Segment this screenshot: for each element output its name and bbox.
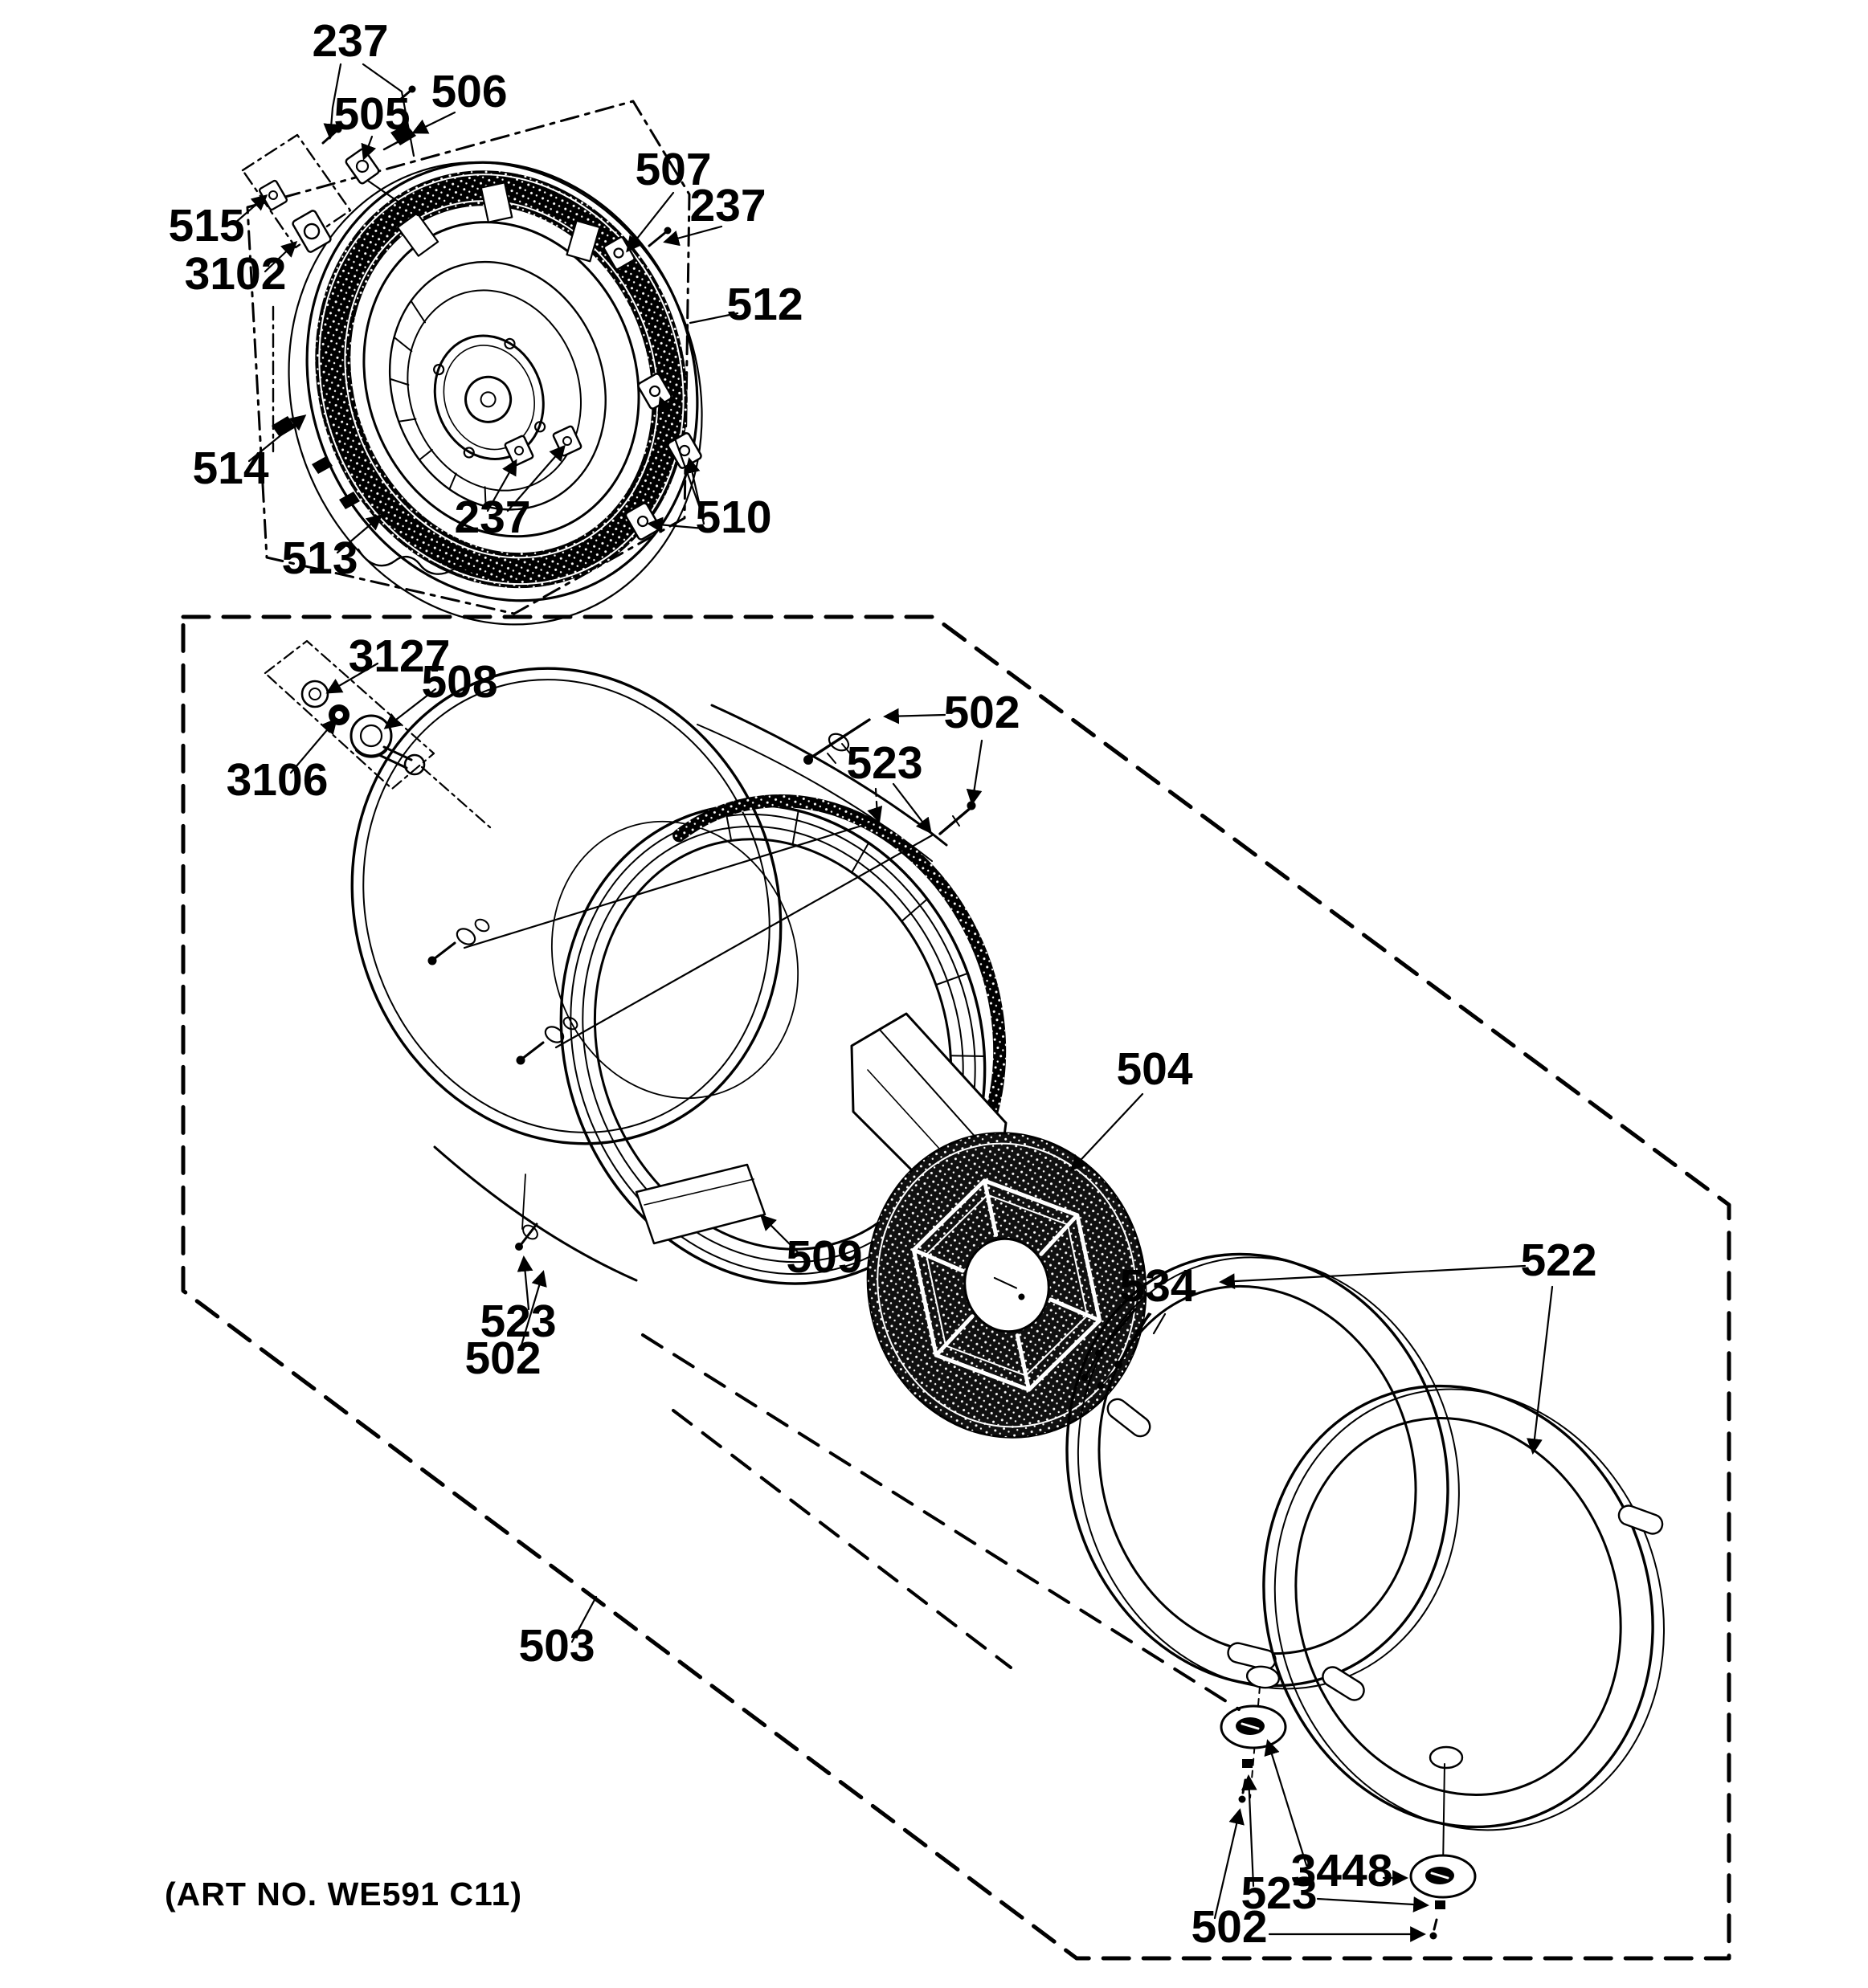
part-label-509: 509 (786, 1231, 862, 1283)
part-label-523-left: 523 (480, 1296, 556, 1347)
diffuser-disc-504 (866, 1132, 1147, 1439)
part-label-508: 508 (421, 656, 497, 708)
screw-502-top (803, 718, 871, 765)
screw-237b (399, 85, 416, 101)
flange-notched-edge (357, 548, 474, 575)
part-label-502-left: 502 (464, 1333, 541, 1384)
part-label-534: 534 (1119, 1260, 1196, 1312)
part-label-3127: 3127 (349, 631, 451, 682)
art-number-text: (ART NO. WE591 C11) (165, 1876, 522, 1912)
rear-assembly-boundary (246, 100, 691, 615)
drum-screw-set-1 (427, 918, 490, 965)
part-label-523-top: 523 (846, 737, 922, 789)
part-label-3102: 3102 (185, 248, 287, 300)
part-label-505: 505 (333, 88, 410, 140)
part-label-513: 513 (281, 533, 358, 584)
washer-3127 (300, 680, 329, 708)
clip-237b-1 (504, 435, 534, 467)
part-label-507: 507 (635, 144, 711, 195)
part-label-523-bottom: 523 (1241, 1868, 1317, 1919)
part-label-514: 514 (192, 443, 268, 494)
part-label-510: 510 (695, 492, 771, 543)
rim-clip-tabs (396, 182, 601, 263)
part-label-3106: 3106 (227, 754, 329, 806)
radial-ticks (390, 300, 487, 507)
part-label-506: 506 (431, 66, 507, 117)
leader-lines-middle (289, 662, 1554, 1942)
bracket-3102 (292, 210, 332, 253)
part-label-502-bottom: 502 (1191, 1901, 1267, 1953)
nut-3106 (329, 704, 349, 725)
part-label-3448: 3448 (1291, 1845, 1393, 1896)
projection-line-2 (672, 1409, 1012, 1669)
part-label-237-right: 237 (689, 180, 766, 231)
drum-back-rim (350, 667, 783, 1145)
rear-bulkhead-wheel (288, 161, 703, 626)
projection-line-1 (641, 1333, 1241, 1711)
drum-bottom-screw (515, 1174, 538, 1251)
part-label-237-bottom: 237 (454, 492, 530, 543)
part-label-237-top: 237 (312, 15, 388, 67)
rear-bulkhead-assembly (233, 63, 739, 626)
bracket-detail-boundary (241, 133, 352, 249)
drum-group-boundary (181, 614, 1731, 1961)
part-label-515: 515 (168, 200, 244, 251)
part-label-522: 522 (1520, 1235, 1596, 1286)
part-label-502-top: 502 (943, 687, 1020, 738)
grommet-stack-left (1220, 1686, 1287, 1803)
part-label-503: 503 (518, 1620, 595, 1672)
slide-ring-front (1262, 1384, 1665, 1831)
grommet-stack-right (1409, 1763, 1477, 1940)
disc-spokes (911, 1178, 1102, 1392)
disc-center-hole (963, 1237, 1050, 1333)
part-label-512: 512 (726, 279, 803, 330)
bearing-parts (264, 639, 492, 829)
bearing-508 (349, 714, 426, 776)
drum-screw-set-2 (516, 1016, 578, 1065)
part-label-504: 504 (1116, 1043, 1192, 1095)
leader-lines-top (233, 63, 739, 554)
drum-assembly-group (181, 614, 1731, 1961)
